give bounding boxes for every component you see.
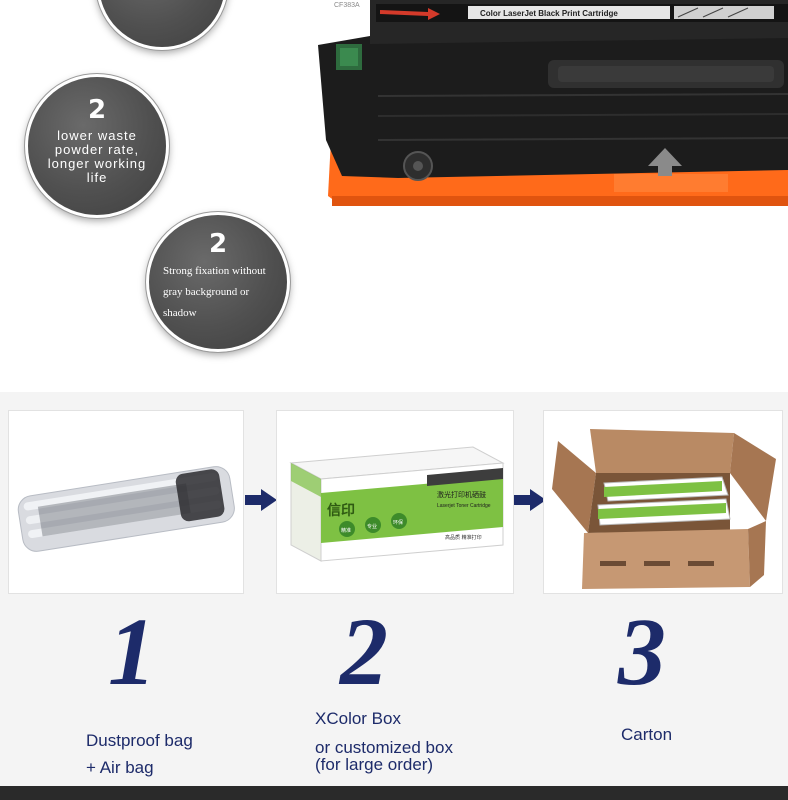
arrow-right-icon [514, 489, 546, 511]
feature-number: 2 [208, 229, 228, 259]
step-number: 1 [108, 598, 156, 705]
feature-bubble-partial [95, 0, 229, 51]
bottom-divider [0, 786, 788, 800]
caption-line: Dustproof bag [86, 731, 193, 750]
carton-panel [543, 410, 783, 594]
step-caption-airbag: Dustproof bag + Air bag [86, 727, 193, 781]
box-title-cn: 激光打印机硒鼓 [437, 490, 486, 499]
box-badge-icon [339, 521, 355, 537]
feature-bubble-fixation: 2 Strong fixation without gray backgroun… [145, 211, 291, 353]
caption-line: XColor Box [315, 709, 401, 728]
box-badge: 环保 [393, 519, 403, 526]
toner-cartridge-image: Color LaserJet Black Print Cartridge CF3… [318, 0, 788, 212]
feature-section: 2 lower waste powder rate, longer workin… [0, 0, 788, 392]
box-footer: 高品质 精准打印 [445, 534, 482, 541]
caption-line: Carton [621, 725, 673, 744]
caption-line: or customized box [315, 738, 453, 757]
arrow-right-icon [245, 489, 277, 511]
feature-number: 2 [87, 95, 107, 125]
colorbox-image: 信印 激光打印机硒鼓 Laserjet Toner Cartridge 精准 专… [289, 446, 505, 562]
box-badge-icon [391, 513, 407, 529]
box-badge-icon [365, 517, 381, 533]
step-number: 3 [618, 598, 666, 705]
caption-line: + Air bag [86, 758, 154, 777]
step-caption-colorbox: XColor Box or customized box (for large … [315, 710, 453, 773]
box-brand: 信印 [327, 502, 355, 519]
caption-line: (for large order) [315, 755, 434, 774]
carton-image [552, 429, 776, 589]
cartridge-code: CF383A [334, 2, 360, 9]
packaging-section: 信印 激光打印机硒鼓 Laserjet Toner Cartridge 精准 专… [0, 392, 788, 800]
box-badge: 专业 [367, 523, 377, 530]
airbag-image [17, 466, 235, 552]
feature-text: Strong fixation without gray background … [163, 265, 266, 319]
step-caption-carton: Carton [621, 721, 672, 748]
cartridge-label: Color LaserJet Black Print Cartridge [480, 9, 618, 18]
airbag-panel [8, 410, 244, 594]
step-number: 2 [340, 598, 388, 705]
feature-text: lower waste powder rate, longer working … [47, 128, 147, 185]
box-badge: 精准 [341, 527, 351, 534]
colorbox-panel: 信印 激光打印机硒鼓 Laserjet Toner Cartridge 精准 专… [276, 410, 514, 594]
box-title-en: Laserjet Toner Cartridge [437, 503, 491, 509]
feature-bubble-waste: 2 lower waste powder rate, longer workin… [24, 73, 170, 219]
